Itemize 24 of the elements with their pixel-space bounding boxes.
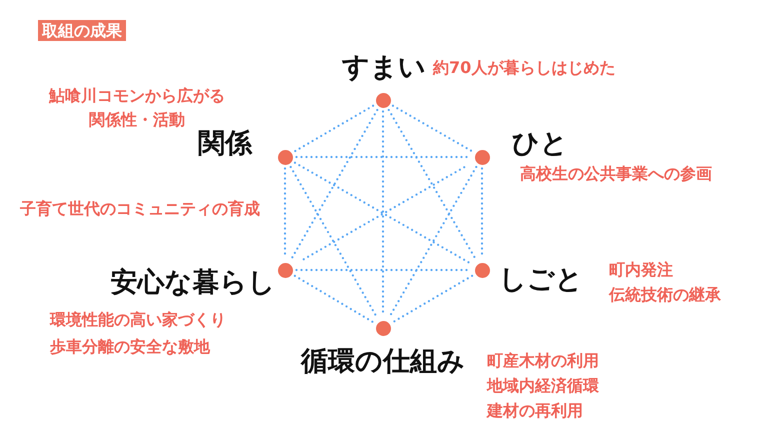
falling-dotted-line [294,274,374,324]
note-text: 鮎喰川コモンから広がる関係性・活動 [48,85,226,130]
note-text: 地域内経済循環 [487,375,599,397]
rising-dotted-line [294,104,374,152]
node-heading: すまい [342,52,426,84]
title-badge: 取組の成果 [38,20,126,41]
note-text: 子育て世代のコミュニティの育成 [20,198,260,220]
falling-dotted-line [392,104,474,152]
note-text: 約70人が暮らしはじめた [433,57,616,79]
node-heading: ひと [512,128,568,160]
note-text: 建材の再利用 [487,400,583,422]
rising-dotted-line [302,166,466,261]
note-text: 高校生の公共事業への参画 [520,163,712,185]
node-heading: 安心な暮らし [110,267,276,299]
note-text: 伝統技術の継承 [609,284,721,306]
rising-dotted-line [392,274,474,324]
node-heading: しごと [499,264,583,296]
node-heading: 関係 [198,128,252,160]
note-text: 環境性能の高い家づくり [50,309,226,331]
note-text: 歩車分離の安全な敷地 [50,336,210,358]
note-text: 町内発注 [609,259,673,281]
note-text: 町産木材の利用 [487,350,599,372]
rising-dotted-line [290,108,378,262]
node-heading: 循環の仕組み [301,346,465,378]
